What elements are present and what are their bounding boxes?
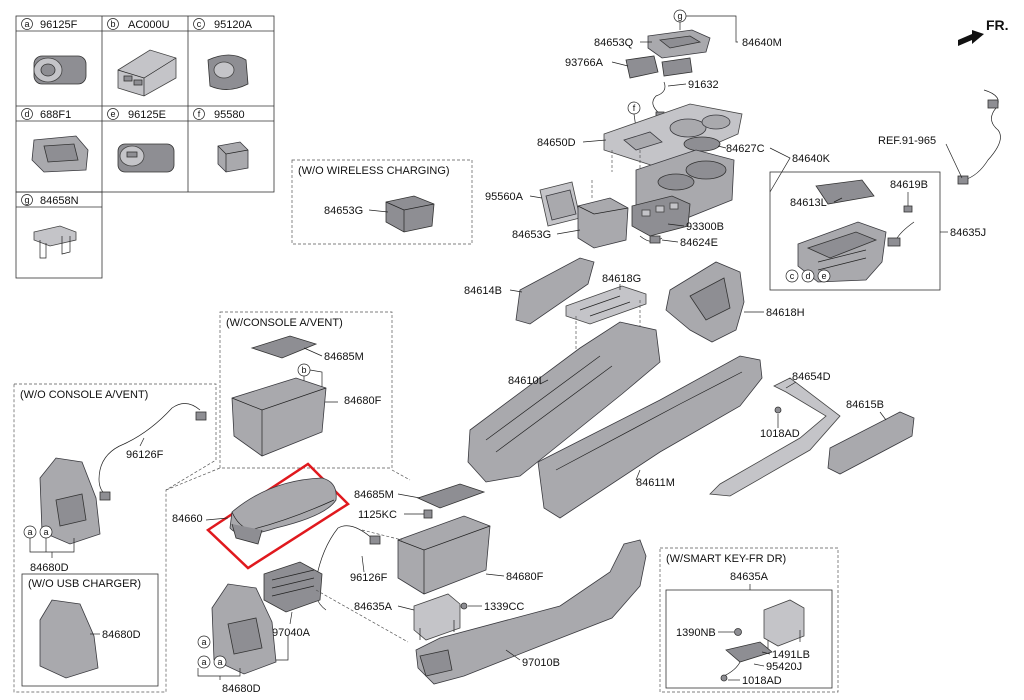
callout-84640M: 84640M <box>742 37 782 49</box>
usb-charger-round-icon <box>33 55 87 85</box>
callout-84618G: 84618G <box>602 273 641 285</box>
callout-84627C: 84627C <box>726 143 765 155</box>
callout-letter-b-top: b <box>301 365 306 375</box>
front-direction-indicator: FR. <box>958 17 1009 46</box>
callout-1018AD-mid: 1018AD <box>760 428 800 440</box>
callout-97040A: 97040A <box>272 627 311 639</box>
callout-84654D: 84654D <box>792 371 831 383</box>
callout-91632: 91632 <box>688 79 719 91</box>
group-header-console-vent: (W/CONSOLE A/VENT) <box>226 317 343 329</box>
callout-95560A: 95560A <box>485 191 524 203</box>
group-with-smart-key: (W/SMART KEY-FR DR) 84635A 1390NB 1491LB… <box>659 547 839 693</box>
callout-84635A-smartkey: 84635A <box>730 571 769 583</box>
group-header-no-console-vent: (W/O CONSOLE A/VENT) <box>20 389 148 401</box>
callout-1125KC: 1125KC <box>358 509 397 521</box>
callout-letter-a-left-2: a <box>43 527 48 537</box>
callout-84653G-main: 84653G <box>512 229 551 241</box>
callout-84680F-top: 84680F <box>344 395 382 407</box>
callout-84680D-bottom: 84680D <box>222 683 261 695</box>
front-direction-label: FR. <box>986 17 1009 33</box>
callout-letter-f: f <box>633 103 636 113</box>
callout-letter-g: g <box>677 11 682 21</box>
aux-jack-icon <box>207 54 249 90</box>
assembly-leader-dashes <box>165 467 411 643</box>
group-wo-console-vent: (W/O CONSOLE A/VENT) 96126F a a 84680D (… <box>13 383 217 693</box>
callout-letter-a-bot-1: a <box>201 637 206 647</box>
console-lower-assembly: 84685M 1125KC 84680F 96126F 84635A 1339C… <box>197 483 647 695</box>
callout-93300B: 93300B <box>686 221 724 233</box>
legend-letter-g: g <box>24 195 29 205</box>
callout-84611M: 84611M <box>636 477 675 489</box>
legend-letter-f: f <box>198 109 201 119</box>
callout-84610I: 84610I <box>508 375 542 387</box>
callout-84624E: 84624E <box>680 237 718 249</box>
callout-REF-91-965: REF.91-965 <box>878 135 936 147</box>
callout-84618H: 84618H <box>766 307 805 319</box>
switch-knob-icon <box>217 141 249 173</box>
legend-table: a 96125F b AC000U c 95120A d 688F1 <box>15 15 275 279</box>
legend-letter-a: a <box>24 19 29 29</box>
callout-letter-c: c <box>790 271 795 281</box>
callout-84619B: 84619B <box>890 179 928 191</box>
usb-hub-icon <box>117 49 177 97</box>
legend-code-b: AC000U <box>128 19 170 31</box>
callout-letter-a-bot-3: a <box>217 657 222 667</box>
callout-1339CC: 1339CC <box>484 601 524 613</box>
legend-letter-e: e <box>110 109 115 119</box>
callout-84640K: 84640K <box>792 153 831 165</box>
callout-84685M-top: 84685M <box>324 351 364 363</box>
callout-84615B: 84615B <box>846 399 884 411</box>
callout-84653Q: 84653Q <box>594 37 634 49</box>
wireless-charger-assembly: REF.91-965 84613L 84619B 84635J c d e <box>769 89 1001 291</box>
legend-code-d: 688F1 <box>40 109 71 121</box>
callout-letter-a-left-1: a <box>27 527 32 537</box>
callout-84653G-wireless: 84653G <box>324 205 363 217</box>
callout-letter-d: d <box>805 271 810 281</box>
group-header-wireless: (W/O WIRELESS CHARGING) <box>298 165 450 177</box>
callout-84613L: 84613L <box>790 197 827 209</box>
legend-code-c: 95120A <box>214 19 253 31</box>
callout-84680D-usb: 84680D <box>102 629 141 641</box>
legend-code-f: 95580 <box>214 109 245 121</box>
callout-84635A-mid: 84635A <box>354 601 393 613</box>
callout-1018AD-smartkey: 1018AD <box>742 675 782 687</box>
callout-84660: 84660 <box>172 513 203 525</box>
callout-letter-e: e <box>821 271 826 281</box>
callout-93766A: 93766A <box>565 57 604 69</box>
legend-letter-c: c <box>197 19 202 29</box>
legend-letter-d: d <box>24 109 29 119</box>
callout-84614B: 84614B <box>464 285 502 297</box>
legend-code-g: 84658N <box>40 195 79 207</box>
armrest-84660: 84660 <box>172 462 350 570</box>
power-outlet-cover-icon <box>31 135 89 173</box>
callout-84680D-left: 84680D <box>30 562 69 574</box>
callout-84685M-mid: 84685M <box>354 489 394 501</box>
legend-code-a: 96125F <box>40 19 78 31</box>
group-header-smart-key: (W/SMART KEY-FR DR) <box>666 553 786 565</box>
callout-97010B: 97010B <box>522 657 560 669</box>
callout-1491LB: 1491LB <box>772 649 810 661</box>
callout-1390NB: 1390NB <box>676 627 716 639</box>
callout-letter-a-bot-2: a <box>201 657 206 667</box>
group-with-console-vent: (W/CONSOLE A/VENT) 84685M b 84680F <box>219 311 393 469</box>
callout-96126F-left: 96126F <box>126 449 164 461</box>
callout-84635J: 84635J <box>950 227 986 239</box>
console-upper-assembly: g 84653Q 84640M 93766A 91632 f 84650D 84… <box>485 9 831 249</box>
group-wo-wireless-charging: (W/O WIRELESS CHARGING) 84653G <box>291 159 473 245</box>
callout-96126F-mid: 96126F <box>350 572 388 584</box>
legend-code-e: 96125E <box>128 109 166 121</box>
bracket-clip-icon <box>33 225 77 259</box>
usb-charger-icon <box>117 143 175 173</box>
console-middle-assembly: 84614B 84618G 84618H 84610I 84611M 84654… <box>464 257 915 519</box>
callout-95420J: 95420J <box>766 661 802 673</box>
callout-84680F-mid: 84680F <box>506 571 544 583</box>
group-header-no-usb: (W/O USB CHARGER) <box>28 578 141 590</box>
legend-letter-b: b <box>110 19 115 29</box>
callout-84650D: 84650D <box>537 137 576 149</box>
